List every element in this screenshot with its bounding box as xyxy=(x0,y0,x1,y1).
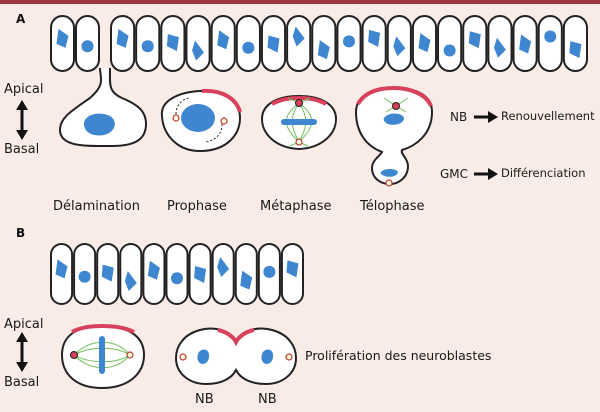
apical-label-a: Apical xyxy=(4,82,44,97)
prophase-centrosome-path-top xyxy=(175,97,191,115)
row-a-epithelial-nucleus xyxy=(343,35,355,48)
gmc-label: GMC xyxy=(440,167,469,181)
nb-right-centrosome xyxy=(285,353,293,361)
row-a-epithelial-nucleus xyxy=(393,36,406,57)
row-a-epithelial-nucleus xyxy=(292,26,305,47)
row-b-epithelial-nucleus xyxy=(263,265,276,278)
row-a-epithelial-nucleus xyxy=(192,40,205,61)
row-a-epithelial-nucleus xyxy=(368,29,381,47)
delaminating-cell xyxy=(58,67,148,148)
row-a-epithelial-nucleus xyxy=(443,44,456,57)
telophase-basal-centrosome xyxy=(385,179,393,187)
row-a-epithelial-nucleus xyxy=(116,28,129,48)
telophase-nb-nucleus xyxy=(383,113,404,125)
row-b-epithelial-nucleus xyxy=(147,260,160,280)
metaphase-apical-crescent xyxy=(271,96,327,106)
row-a-epithelial-nucleus xyxy=(141,40,154,53)
delaminating-cell-nucleus xyxy=(84,113,115,136)
row-a-epithelial-nucleus xyxy=(468,31,481,49)
apical-basal-arrow-b xyxy=(16,332,28,372)
row-b-epithelial-nucleus xyxy=(217,257,230,277)
nb-label-right: NB xyxy=(258,392,277,407)
panel-b-letter: B xyxy=(16,226,26,240)
top-border xyxy=(0,0,600,4)
row-a-epithelial-nucleus xyxy=(418,33,431,53)
metaphase-chromosomes xyxy=(281,119,317,125)
row-a-epithelial-cell xyxy=(437,15,463,72)
panel-b-dividing-crescent xyxy=(217,328,255,347)
row-b-epithelial-nucleus xyxy=(171,272,183,285)
row-b-epithelial-cell xyxy=(119,243,143,305)
panel-b-dividing-cell xyxy=(174,327,298,386)
stage-label-prophase: Prophase xyxy=(167,199,227,214)
prophase-apical-crescent xyxy=(201,88,242,113)
telophase-apical-crescent xyxy=(356,85,433,107)
row-b-epithelial-nucleus xyxy=(286,260,299,278)
prophase-nucleus xyxy=(181,104,215,132)
panel-b-centrosome-left xyxy=(70,351,78,359)
row-a-epithelial-nucleus xyxy=(493,37,506,58)
proliferation-caption: Prolifération des neuroblastes xyxy=(305,348,492,363)
basal-label-a: Basal xyxy=(4,142,40,157)
arrow-gmc-differenciation xyxy=(474,168,498,180)
prophase-centrosome-path-bottom xyxy=(205,123,223,143)
apical-basal-arrow-a xyxy=(16,100,28,140)
row-a-epithelial-nucleus xyxy=(217,30,230,50)
row-a-epithelial-nucleus xyxy=(317,40,330,60)
apical-label-b: Apical xyxy=(4,317,44,332)
row-b-epithelial-nucleus xyxy=(194,266,207,283)
panel-b-chromosomes xyxy=(99,336,105,374)
basal-label-b: Basal xyxy=(4,375,40,390)
nb-left-centrosome xyxy=(179,353,187,361)
telophase-apical-centrosome xyxy=(392,102,400,110)
renouvellement-label: Renouvellement xyxy=(501,109,595,123)
panel-b-centrosome-right xyxy=(126,351,134,359)
row-a-epithelial-nucleus xyxy=(242,41,255,54)
nb-left-nucleus xyxy=(197,349,210,364)
row-a-epithelial-cell xyxy=(537,15,563,72)
differenciation-label: Différenciation xyxy=(501,166,586,180)
panel-a-letter: A xyxy=(16,12,26,26)
metaphase-apical-centrosome xyxy=(295,99,303,107)
arrow-nb-renouvellement xyxy=(474,111,498,123)
prophase-centrosome-right xyxy=(220,117,228,125)
row-a-epithelial-nucleus xyxy=(544,30,557,43)
nb-label-left: NB xyxy=(195,392,214,407)
row-a-epithelial-cell xyxy=(185,15,211,72)
epithelium-row-b xyxy=(50,243,304,305)
row-a-epithelial-nucleus xyxy=(519,34,532,54)
row-a-epithelial-nucleus xyxy=(166,34,179,52)
stage-label-metaphase: Métaphase xyxy=(260,199,332,214)
row-a-left-epithelial-nucleus xyxy=(81,40,94,53)
row-b-epithelial-nucleus xyxy=(55,259,68,279)
metaphase-basal-centrosome xyxy=(295,138,303,146)
row-a-epithelial-nucleus xyxy=(569,41,582,59)
row-b-epithelial-nucleus xyxy=(240,270,253,290)
prophase-centrosome-left xyxy=(172,114,180,122)
row-a-epithelial-nucleus xyxy=(267,35,280,53)
telophase-gmc-nucleus xyxy=(380,169,398,177)
row-a-left-epithelial-nucleus xyxy=(56,28,69,48)
row-b-epithelial-nucleus xyxy=(78,270,91,283)
nb-right-nucleus xyxy=(261,349,274,364)
row-b-epithelial-nucleus xyxy=(124,271,137,291)
row-b-epithelial-nucleus xyxy=(101,264,114,282)
nb-label-a: NB xyxy=(450,110,468,124)
stage-label-telophase: Télophase xyxy=(360,199,425,214)
panel-b-apical-crescent xyxy=(71,324,135,334)
stage-label-delamination: Délamination xyxy=(53,199,140,214)
epithelium-row-a xyxy=(50,15,588,72)
